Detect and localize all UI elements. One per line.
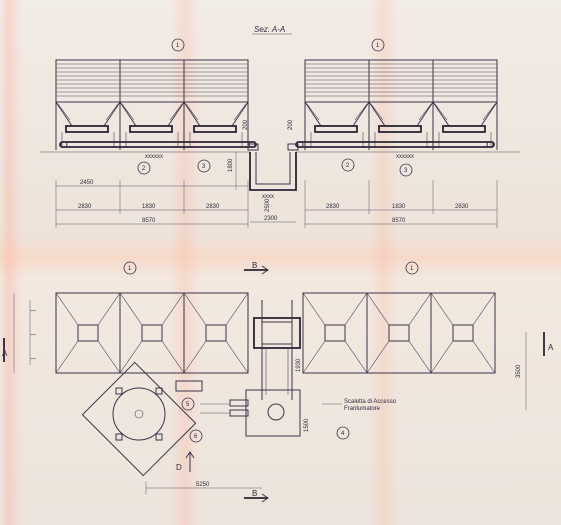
callout-2-label: 2 — [142, 166, 146, 172]
section-b-arrow-top — [261, 265, 269, 275]
callout-1-plan-right — [405, 261, 419, 275]
plan-central-conveyor — [200, 300, 301, 437]
dim-1830-right: 1830 — [392, 204, 406, 210]
dim-1930: 1930 — [296, 358, 302, 372]
dim-1500: 1500 — [304, 418, 310, 432]
callout-6 — [189, 429, 203, 443]
callout-3-right — [399, 163, 413, 177]
dim-8570-left: 8570 — [142, 218, 156, 224]
tick-mark: — — [30, 332, 36, 338]
callout-5-label: 5 — [186, 402, 190, 408]
dim-5250: 5250 — [196, 482, 210, 488]
plan-right-bins — [302, 292, 496, 374]
dim-3500: 3500 — [516, 364, 522, 378]
dim-2830-left: 2830 — [78, 204, 92, 210]
plan-control-box — [175, 380, 203, 392]
central-pit: xxxx — [247, 143, 299, 200]
dimension-lines-top: 2450 2830 1830 2830 8570 2830 1830 2830 … — [55, 180, 498, 228]
elevation-left-hoppers — [55, 59, 257, 150]
dim-200-b: 200 — [288, 119, 294, 130]
dim-1830-left: 1830 — [142, 204, 156, 210]
callout-3-label: 3 — [202, 164, 206, 170]
callout-1-label: 1 — [376, 43, 380, 49]
callout-3-left — [197, 159, 211, 173]
dim-200-a: 200 — [243, 119, 249, 130]
callout-6-label: 6 — [194, 434, 198, 440]
note-scaletta: Scaletta di Accesso — [344, 399, 397, 405]
plan-round-tank — [81, 361, 197, 477]
section-a-left-label: A — [2, 349, 8, 358]
callout-4 — [336, 426, 350, 440]
dim-8570-right: 8570 — [392, 218, 406, 224]
callout-1-label: 1 — [410, 266, 414, 272]
callout-1-top-right — [371, 38, 385, 52]
callout-1-label: 1 — [128, 266, 132, 272]
callout-1-plan-left — [123, 261, 137, 275]
callout-2-label: 2 — [346, 163, 350, 169]
section-b-bottom-label: B — [252, 489, 257, 498]
tick-mark: — — [30, 308, 36, 314]
section-b-arrow-bottom — [261, 493, 269, 503]
tick-mark: — — [30, 356, 36, 362]
dim-2500: 2500 — [265, 198, 271, 212]
callout-2-left — [137, 161, 151, 175]
plan-left-bins — [55, 292, 249, 374]
dim-2300: 2300 — [264, 216, 278, 222]
dim-2830-left2: 2830 — [206, 204, 220, 210]
pit-hatch: xxxx — [262, 194, 274, 200]
dim-2830-right: 2830 — [326, 204, 340, 210]
callout-2-right — [341, 158, 355, 172]
section-a-right-label: A — [548, 343, 554, 352]
hatch-left: xxxxxx — [145, 154, 163, 160]
callout-1-label: 1 — [176, 43, 180, 49]
callout-4-label: 4 — [341, 431, 345, 437]
note-frantumatore: Frantumatore — [344, 406, 381, 412]
callout-3-label: 3 — [404, 168, 408, 174]
callout-1-top-left — [171, 38, 185, 52]
hatch-right: xxxxxx — [396, 154, 414, 160]
callout-5 — [181, 397, 195, 411]
section-title: Sez. A-A — [254, 25, 285, 34]
elevation-right-hoppers — [295, 59, 498, 150]
section-d-label: D — [176, 463, 182, 472]
dim-2450: 2450 — [80, 180, 94, 186]
dim-1800: 1800 — [228, 158, 234, 172]
section-b-top-label: B — [252, 261, 257, 270]
dim-2830-right2: 2830 — [455, 204, 469, 210]
